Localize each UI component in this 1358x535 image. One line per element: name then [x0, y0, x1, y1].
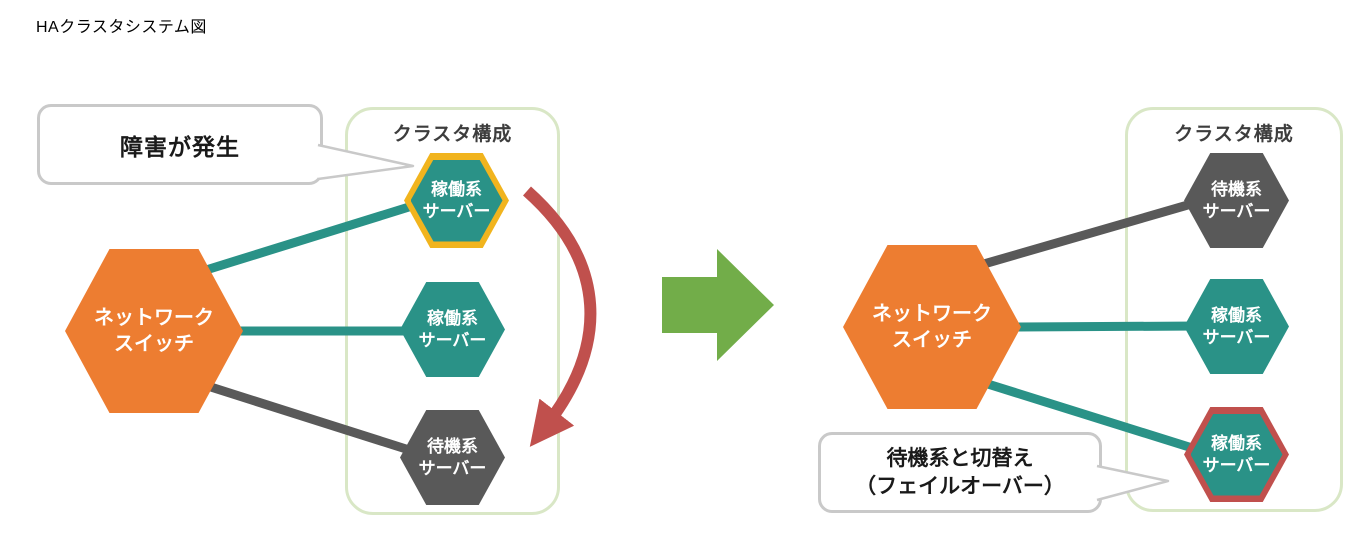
failover-callout: 待機系と切替え （フェイルオーバー）	[818, 432, 1102, 513]
network-switch-hexagon-before: ネットワークスイッチ	[65, 249, 243, 413]
server-label-line1: 待機系	[427, 437, 478, 457]
server-label-line2: サーバー	[1202, 455, 1271, 475]
switch-label-line1: ネットワーク	[872, 303, 992, 325]
network-switch-hexagon-after: ネットワークスイッチ	[843, 245, 1021, 409]
server-label-line1: 稼働系	[427, 309, 478, 329]
server-label-line1: 稼働系	[431, 180, 482, 200]
failure-callout-text: 障害が発生	[120, 133, 240, 160]
failover-callout-line1: 待機系と切替え	[886, 447, 1034, 471]
switch-label-line2: スイッチ	[114, 333, 194, 355]
failure-callout: 障害が発生	[37, 104, 323, 185]
cluster-label: クラスタ構成	[1174, 124, 1294, 145]
server-label-line1: 待機系	[1211, 180, 1262, 200]
server-label-line2: サーバー	[418, 458, 487, 478]
cluster-label: クラスタ構成	[392, 124, 513, 145]
transition-arrow-icon	[662, 249, 774, 361]
page-title: HAクラスタシステム図	[36, 19, 207, 36]
server-hexagon-active: 稼働系サーバー	[400, 282, 505, 377]
server-hexagon-active-after: 稼働系サーバー	[1184, 279, 1289, 374]
switch-label-line2: スイッチ	[892, 329, 972, 351]
server-label-line1: 稼働系	[1211, 434, 1262, 454]
failover-callout-line2: （フェイルオーバー）	[855, 474, 1065, 498]
server-label-line2: サーバー	[422, 201, 491, 221]
switch-label-line1: ネットワーク	[94, 307, 214, 329]
server-label-line2: サーバー	[1202, 327, 1271, 347]
server-label-line2: サーバー	[1202, 201, 1271, 221]
server-label-line1: 稼働系	[1211, 306, 1262, 326]
server-label-line2: サーバー	[418, 330, 487, 350]
